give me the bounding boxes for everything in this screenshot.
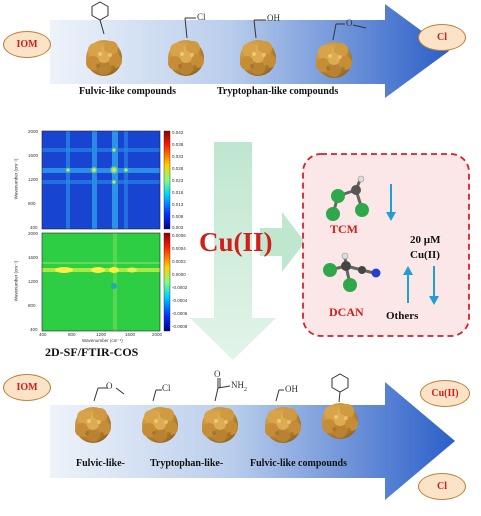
colorbar-tick: 0.028 <box>172 166 184 171</box>
benzene-ring-icon <box>91 1 109 35</box>
cl-badge-bottom: Cl <box>418 473 466 500</box>
x-tick: 800 <box>68 332 76 337</box>
humic-blob-icon <box>265 407 301 443</box>
concentration-label: Cu(II) <box>410 249 440 261</box>
y-tick: 2000 <box>28 231 39 236</box>
methoxymethyl-icon <box>332 23 367 41</box>
humic-blob-icon <box>240 40 276 76</box>
colorbar-tick: -0.0006 <box>172 311 188 316</box>
y-tick: 1200 <box>28 279 39 284</box>
colorbar-tick: 0.0000 <box>172 272 186 277</box>
humic-blob-icon <box>86 40 122 76</box>
y-tick: 1600 <box>28 153 39 158</box>
nh2-substituent-label: NH2 <box>231 380 247 393</box>
tcm-label: TCM <box>330 222 358 236</box>
iom-badge-top: IOM <box>3 31 51 58</box>
cl-badge-top: Cl <box>418 24 466 51</box>
y-tick: 1200 <box>28 177 39 182</box>
y-axis-label: Wavenumber (cm⁻¹) <box>13 260 19 302</box>
bottom-label-fulvic: Fulvic-like- <box>76 458 125 469</box>
humic-blob-icon <box>168 40 204 76</box>
methoxymethyl-icon <box>93 387 125 402</box>
cu-badge-bottom: Cu(II) <box>420 380 470 407</box>
y-tick: 2000 <box>28 129 39 134</box>
colorbar-tick: 0.0004 <box>172 246 186 251</box>
benzene-ring-icon <box>331 373 349 403</box>
others-label: Others <box>386 310 419 322</box>
o-substituent-label: O <box>346 18 353 28</box>
y-tick: 800 <box>28 303 36 308</box>
colorbar-tick: 0.013 <box>172 202 184 207</box>
y-tick: 400 <box>30 327 38 332</box>
y-axis-label: Wavenumber (cm⁻¹) <box>13 158 19 200</box>
cl-substituent-label: Cl <box>197 12 206 22</box>
colorbar-tick: 0.0006 <box>172 233 186 238</box>
x-tick: 400 <box>39 332 47 337</box>
iom-badge-bottom: IOM <box>3 374 51 401</box>
others-increase-arrow <box>403 266 413 303</box>
colorbar-tick: 0.0002 <box>172 259 186 264</box>
products-box <box>302 153 470 337</box>
x-tick: 2000 <box>152 332 163 337</box>
oh-substituent-label: OH <box>267 13 280 23</box>
colorbar-tick: -0.0004 <box>172 298 188 303</box>
top-label-tryptophan: Tryptophan-like compounds <box>217 86 339 97</box>
dcan-label: DCAN <box>329 305 364 319</box>
x-tick: 1600 <box>125 332 136 337</box>
tcm-decrease-arrow <box>386 184 396 221</box>
hydroxymethyl-icon <box>275 389 284 402</box>
x-tick: 1200 <box>96 332 107 337</box>
y-tick: 400 <box>30 225 38 230</box>
bottom-arrow <box>50 382 455 500</box>
bottom-label-tryptophan: Tryptophan-like- <box>150 458 224 469</box>
o-substituent-label: O <box>106 381 113 391</box>
top-label-fulvic: Fulvic-like compounds <box>79 86 176 97</box>
colorbar-top <box>163 130 171 230</box>
humic-blob-icon <box>202 407 238 443</box>
humic-blob-icon <box>316 42 352 78</box>
colorbar-tick: 0.043 <box>172 130 184 135</box>
humic-blob-icon <box>142 407 178 443</box>
down-arrow <box>190 142 276 360</box>
colorbar-tick: 0.033 <box>172 154 184 159</box>
spectrum-top-panel <box>41 130 171 230</box>
chloromethyl-icon <box>184 17 196 39</box>
x-axis-label: Wavenumber (cm⁻¹) <box>82 338 123 343</box>
hydroxymethyl-icon <box>253 19 266 39</box>
concentration-label: 20 µM <box>410 234 441 246</box>
colorbar-tick: -0.0008 <box>172 324 188 329</box>
spectrum-bottom-panel <box>41 232 171 332</box>
colorbar-tick: 0.003 <box>172 225 184 230</box>
right-arrow <box>260 212 305 272</box>
oh-substituent-label: OH <box>285 384 298 394</box>
humic-blob-icon <box>75 407 111 443</box>
colorbar-bottom <box>163 232 171 332</box>
molecule-dcan-icon <box>323 252 381 292</box>
y-tick: 1600 <box>28 255 39 260</box>
amide-icon <box>214 378 231 402</box>
cl-substituent-label: Cl <box>162 383 171 393</box>
cu-label: Cu(II) <box>199 227 273 257</box>
colorbar-tick: 0.038 <box>172 142 184 147</box>
colorbar-tick: 0.018 <box>172 190 184 195</box>
colorbar-tick: 0.008 <box>172 214 184 219</box>
molecule-tcm-icon <box>326 175 369 221</box>
humic-blob-icon <box>322 403 358 439</box>
bottom-label-fulvic-compounds: Fulvic-like compounds <box>250 458 347 469</box>
o-substituent-label: O <box>214 369 221 379</box>
y-tick: 800 <box>28 201 36 206</box>
spectra-caption: 2D-SF/FTIR-COS <box>45 345 139 359</box>
chloromethyl-icon <box>152 389 162 402</box>
dcan-decrease-arrow <box>429 266 439 305</box>
colorbar-tick: 0.023 <box>172 178 184 183</box>
colorbar-tick: -0.0002 <box>172 285 188 290</box>
